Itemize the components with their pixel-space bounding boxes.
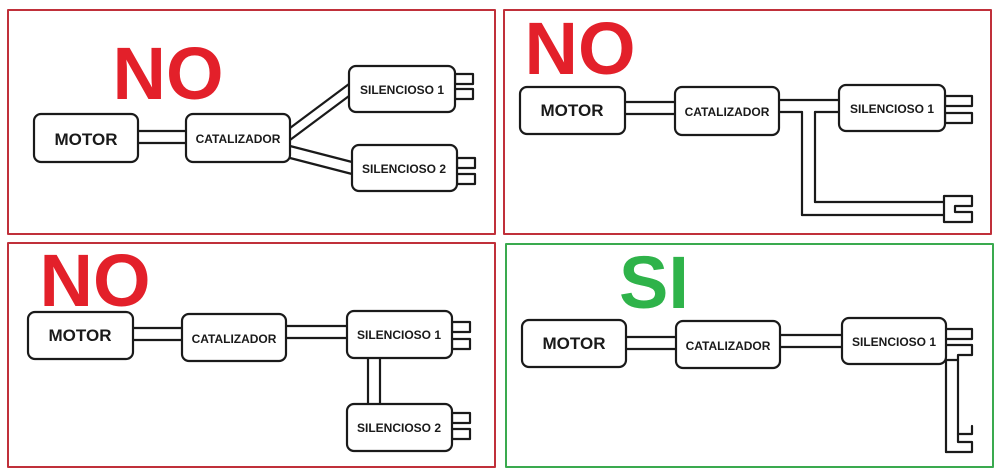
panel-3-frame — [7, 242, 496, 468]
tailpipe — [450, 427, 472, 441]
panel-4 — [505, 243, 994, 468]
silencioso-2-label: SILENCIOSO 2 — [362, 162, 446, 176]
motor-box — [518, 85, 627, 136]
silencioso-2-box — [350, 143, 459, 193]
motor-box — [520, 318, 628, 369]
pipe — [288, 94, 351, 142]
tailpipe — [450, 411, 472, 425]
tailpipe — [943, 111, 974, 125]
tailpipe — [455, 156, 477, 170]
silencioso-1-label: SILENCIOSO 1 — [850, 102, 934, 116]
tailpipe — [450, 320, 472, 334]
panel-2-frame — [503, 9, 992, 235]
motor-label: MOTOR — [543, 334, 606, 353]
silencioso-1-label: SILENCIOSO 1 — [852, 335, 936, 349]
silencioso-2-label: SILENCIOSO 2 — [357, 421, 441, 435]
panel-2 — [503, 9, 992, 235]
panel-1-frame — [7, 9, 496, 235]
catalizador-box — [674, 319, 782, 370]
panel-1 — [7, 9, 496, 235]
catalizador-label: CATALIZADOR — [196, 132, 281, 146]
catalizador-label: CATALIZADOR — [685, 105, 770, 119]
tailpipe-end — [942, 194, 974, 224]
catalizador-box — [180, 312, 288, 363]
catalizador-box — [673, 85, 781, 137]
silencioso-1-box — [347, 64, 457, 114]
tailpipe — [453, 87, 475, 101]
motor-box — [32, 112, 140, 164]
silencioso-1-box — [837, 83, 947, 133]
pipe — [288, 156, 354, 176]
tailpipe — [943, 94, 974, 108]
motor-box — [26, 310, 135, 361]
silencioso-1-label: SILENCIOSO 1 — [357, 328, 441, 342]
verdict-label: SI — [619, 241, 689, 324]
catalizador-label: CATALIZADOR — [192, 332, 277, 346]
tailpipe — [943, 327, 974, 341]
silencioso-1-label: SILENCIOSO 1 — [360, 83, 444, 97]
silencioso-1-box — [345, 309, 454, 360]
motor-label: MOTOR — [55, 130, 118, 149]
catalizador-box — [184, 112, 292, 164]
motor-label: MOTOR — [541, 101, 604, 120]
motor-label: MOTOR — [49, 326, 112, 345]
verdict-label: NO — [40, 239, 151, 322]
verdict-label: NO — [525, 7, 636, 90]
silencioso-2-box — [345, 402, 454, 453]
pipe — [288, 144, 354, 164]
tailpipe-end — [944, 424, 974, 454]
pipe — [288, 82, 351, 130]
panel-3 — [7, 242, 496, 468]
verdict-label: NO — [113, 32, 224, 115]
tailpipe — [453, 72, 475, 86]
tailpipe — [450, 337, 472, 351]
catalizador-label: CATALIZADOR — [686, 339, 771, 353]
silencioso-1-box — [840, 316, 948, 366]
tailpipe — [943, 343, 974, 362]
tailpipe — [455, 172, 477, 186]
panel-4-frame — [505, 243, 994, 468]
